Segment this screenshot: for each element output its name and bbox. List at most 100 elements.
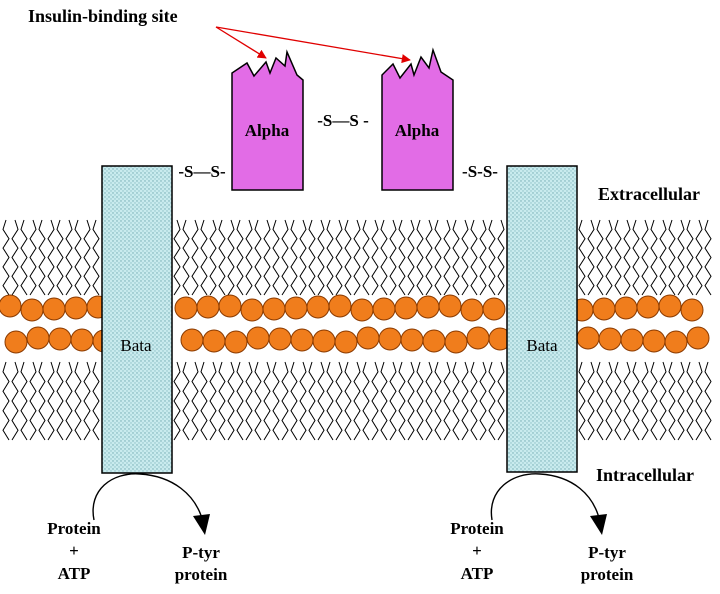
lipid-tail — [434, 361, 442, 441]
lipid-tail — [668, 361, 676, 441]
lipid-tail — [425, 219, 433, 296]
lipid-head — [240, 298, 264, 322]
lipid-tail — [227, 219, 235, 296]
lipid-tail — [452, 361, 460, 441]
lipid-tail — [29, 361, 37, 441]
lipid-tail — [632, 219, 640, 296]
lipid-tail — [461, 219, 469, 296]
lipid-head — [394, 296, 418, 320]
lipid-head — [218, 294, 242, 318]
lipid-tail — [281, 361, 289, 441]
lipid-head — [42, 297, 66, 321]
arrow-to-right-binding-site — [215, 26, 411, 64]
lipid-head — [0, 294, 22, 318]
lipid-tail — [182, 361, 190, 441]
lipid-tail — [470, 361, 478, 441]
lipid-head — [4, 330, 28, 354]
lipid-head — [576, 326, 600, 350]
lipid-tail — [587, 219, 595, 296]
intracellular-label: Intracellular — [596, 465, 694, 485]
extracellular-label: Extracellular — [598, 184, 700, 204]
lipid-head — [26, 326, 50, 350]
lipid-tail — [182, 219, 190, 296]
lipid-tail — [407, 361, 415, 441]
lipid-tail — [65, 361, 73, 441]
lipid-head — [372, 297, 396, 321]
lipid-tail — [344, 361, 352, 441]
lipid-tail — [74, 361, 82, 441]
lipid-tail — [272, 219, 280, 296]
lipid-tail — [173, 361, 181, 441]
lipid-tail — [299, 219, 307, 296]
lipid-tail — [407, 219, 415, 296]
lipid-tail — [236, 219, 244, 296]
lipid-tail — [200, 361, 208, 441]
lipid-tail — [38, 219, 46, 296]
right-reactant-plus: + — [472, 541, 482, 560]
lipid-heads — [0, 294, 710, 354]
lipid-head — [174, 296, 198, 320]
lipid-tail — [650, 361, 658, 441]
lipid-head — [350, 298, 374, 322]
lipid-tail — [416, 219, 424, 296]
beta-left-label: Bata — [120, 336, 152, 355]
lipid-head — [20, 298, 44, 322]
lipid-tail — [389, 219, 397, 296]
arrow-to-left-binding-site — [215, 26, 267, 59]
lipid-tail — [92, 219, 100, 296]
beta-right-label: Bata — [526, 336, 558, 355]
lipid-tail — [254, 219, 262, 296]
lipid-head — [268, 327, 292, 351]
beta-subunit-left — [101, 165, 173, 474]
lipid-tail — [605, 361, 613, 441]
lipid-tail — [353, 361, 361, 441]
lipid-tail — [353, 219, 361, 296]
lipid-tail — [2, 219, 10, 296]
lipid-tail — [281, 219, 289, 296]
lipid-head — [312, 329, 336, 353]
lipid-tail — [677, 361, 685, 441]
lipid-tail — [371, 361, 379, 441]
left-product-protein: protein — [175, 565, 228, 584]
alpha-right-label: Alpha — [395, 121, 440, 140]
lipid-tail — [20, 361, 28, 441]
lipid-head — [400, 328, 424, 352]
lipid-tail — [686, 361, 694, 441]
disulfide-left-label: -S—S- — [178, 162, 226, 181]
lipid-head — [636, 295, 660, 319]
lipid-head — [64, 296, 88, 320]
lipid-tail — [596, 219, 604, 296]
lipid-tail — [461, 361, 469, 441]
lipid-tail — [83, 219, 91, 296]
lipid-tail — [191, 361, 199, 441]
lipid-tail — [308, 219, 316, 296]
lipid-tail — [317, 361, 325, 441]
lipid-tail — [479, 219, 487, 296]
lipid-tail — [668, 219, 676, 296]
lipid-head — [686, 326, 710, 350]
lipid-tail — [227, 361, 235, 441]
lipid-head — [48, 327, 72, 351]
lipid-tail — [641, 219, 649, 296]
lipid-tail — [47, 219, 55, 296]
left-reactant-plus: + — [69, 541, 79, 560]
lipid-head — [680, 298, 704, 322]
lipid-tail — [326, 219, 334, 296]
lipid-tail — [245, 219, 253, 296]
lipid-tail — [659, 219, 667, 296]
lipid-tail — [488, 219, 496, 296]
lipid-tail — [209, 361, 217, 441]
lipid-head — [444, 330, 468, 354]
lipid-tail — [596, 361, 604, 441]
lipid-head — [620, 328, 644, 352]
lipid-tail — [623, 219, 631, 296]
lipid-tail — [38, 361, 46, 441]
lipid-tail — [659, 361, 667, 441]
lipid-head — [284, 296, 308, 320]
lipid-tail — [335, 219, 343, 296]
lipid-tail — [497, 219, 505, 296]
lipid-tail — [254, 361, 262, 441]
lipid-tail — [173, 219, 181, 296]
